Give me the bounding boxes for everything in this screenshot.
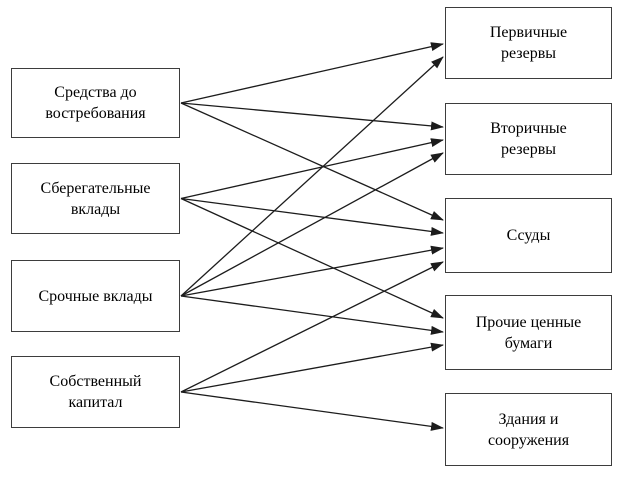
- arrow-savings-deposits-to-secondary-reserves: [180, 138, 444, 200]
- arrow-time-deposits-to-primary-reserves: [180, 56, 444, 297]
- node-label: Сберегательные вклады: [40, 179, 151, 218]
- arrow-savings-deposits-to-loans: [180, 197, 444, 236]
- arrow-demand-deposits-to-primary-reserves: [180, 42, 444, 104]
- node-savings-deposits: Сберегательные вклады: [11, 163, 180, 234]
- arrow-equity-capital-to-buildings-structures: [180, 391, 444, 431]
- node-secondary-reserves: Вторичные резервы: [445, 103, 612, 175]
- node-label: Первичные резервы: [489, 24, 568, 62]
- arrow-savings-deposits-to-other-securities: [180, 197, 444, 319]
- node-label: Прочие ценные бумаги: [475, 313, 582, 352]
- arrow-demand-deposits-to-secondary-reserves: [180, 102, 444, 131]
- arrow-equity-capital-to-other-securities: [180, 342, 444, 393]
- node-label: Ссуды: [506, 227, 551, 244]
- node-label: Срочные вклады: [38, 287, 153, 305]
- arrow-equity-capital-to-loans: [180, 261, 444, 393]
- arrow-demand-deposits-to-loans: [180, 102, 444, 221]
- node-label: Собственный капитал: [49, 373, 142, 411]
- node-buildings-structures: Здания и сооружения: [445, 393, 612, 466]
- node-time-deposits: Срочные вклады: [11, 260, 180, 332]
- node-primary-reserves: Первичные резервы: [445, 7, 612, 79]
- node-label: Вторичные резервы: [490, 120, 567, 158]
- arrow-time-deposits-to-other-securities: [180, 295, 444, 335]
- node-other-securities: Прочие ценные бумаги: [445, 295, 612, 370]
- node-label: Средства до востребования: [45, 84, 146, 122]
- arrow-time-deposits-to-loans: [180, 245, 444, 297]
- node-loans: Ссуды: [445, 198, 612, 273]
- arrow-time-deposits-to-secondary-reserves: [180, 152, 444, 297]
- node-equity-capital: Собственный капитал: [11, 356, 180, 428]
- node-label: Здания и сооружения: [487, 410, 570, 449]
- node-demand-deposits: Средства до востребования: [11, 68, 180, 138]
